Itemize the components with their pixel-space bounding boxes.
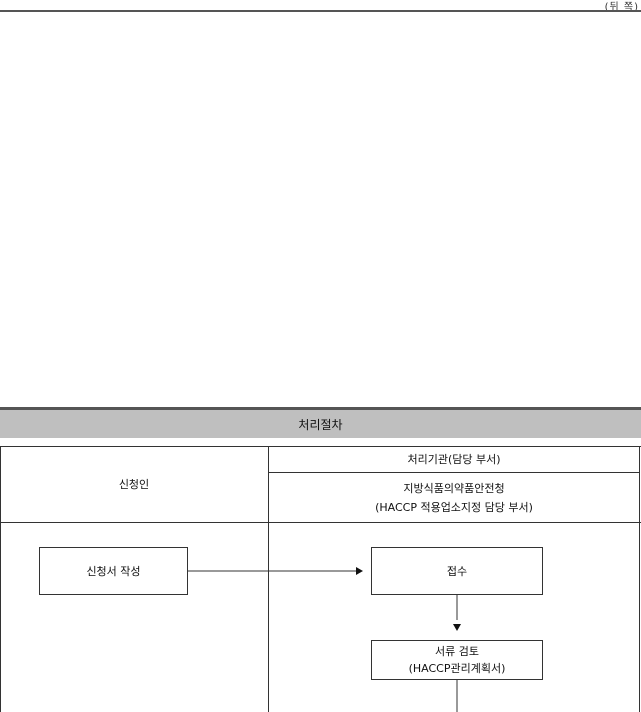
procedure-title-bar: 처리절차	[0, 407, 641, 438]
arrowhead-right	[356, 567, 363, 575]
agency-header-divider	[268, 472, 640, 473]
table-column-divider	[268, 446, 269, 712]
step-write-application: 신청서 작성	[39, 547, 188, 595]
step-document-review-line2: (HACCP관리계획서)	[408, 662, 506, 675]
step-receipt: 접수	[371, 547, 543, 595]
agency-header: 처리기관(담당 부서)	[407, 453, 501, 466]
procedure-title: 처리절차	[298, 417, 343, 432]
top-rule	[0, 10, 641, 12]
table-top-border	[0, 446, 641, 447]
header-bottom-border	[0, 522, 641, 523]
arrowhead-down	[453, 624, 461, 631]
agency-name-line2: (HACCP 적용업소지정 담당 부서)	[375, 501, 533, 514]
step-receipt-label: 접수	[446, 564, 468, 578]
step-document-review: 서류 검토 (HACCP관리계획서)	[371, 640, 543, 680]
agency-name-line1: 지방식품의약품안전청	[403, 482, 505, 495]
step-write-application-label: 신청서 작성	[86, 564, 141, 578]
table-left-border	[0, 446, 1, 712]
table-right-border	[639, 446, 640, 712]
applicant-header: 신청인	[118, 478, 150, 491]
agency-name: 지방식품의약품안전청 (HACCP 적용업소지정 담당 부서)	[268, 479, 640, 517]
step-document-review-line1: 서류 검토	[435, 645, 479, 658]
page-label: (뒤 쪽)	[604, 2, 639, 13]
